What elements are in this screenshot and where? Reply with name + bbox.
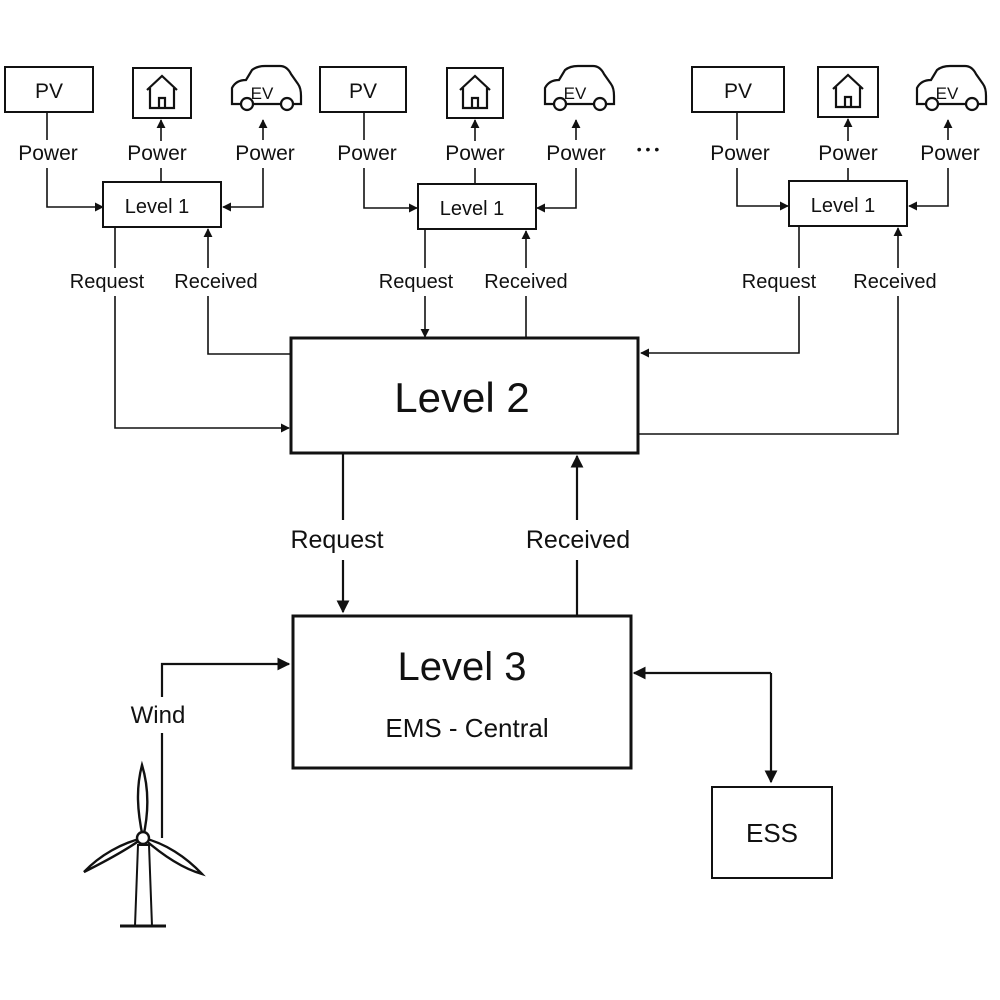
- pv-to-level1-arrow: [46, 168, 104, 212]
- request-to-level2-arrow: [114, 296, 290, 433]
- ev-car-icon: EV: [543, 64, 616, 112]
- level1-box: [417, 183, 537, 230]
- ev-power-label: Power: [920, 142, 980, 165]
- level2-box: [289, 336, 640, 455]
- level1-label: Level 1: [811, 195, 876, 217]
- ess: ESS: [632, 666, 833, 879]
- pv-label: PV: [35, 80, 63, 103]
- ev-to-level1-arrow: [908, 168, 949, 211]
- pv-to-level1-arrow: [363, 168, 418, 213]
- ev-to-level1-arrow: [536, 168, 577, 213]
- house-power-label: Power: [818, 142, 878, 165]
- ev-label: EV: [564, 84, 587, 103]
- ev-label: EV: [936, 84, 959, 103]
- request-to-level2-arrow: [640, 296, 800, 358]
- pv-box: [319, 66, 407, 113]
- received-line-bottom: [207, 296, 291, 355]
- request-label: Request: [379, 271, 454, 293]
- level3-subtitle: EMS - Central: [385, 713, 548, 743]
- level1-label: Level 1: [125, 196, 190, 218]
- received-line-bottom: [639, 296, 899, 435]
- ess-label: ESS: [746, 818, 798, 848]
- cluster-3: PV EV Power Power Power Level 1 Request …: [639, 64, 988, 435]
- level2: Level 2 Request Received: [289, 336, 640, 616]
- level1-box: [788, 180, 908, 227]
- wind-label: Wind: [131, 702, 186, 729]
- wind-turbine-icon: [83, 760, 206, 928]
- house-icon: [132, 67, 192, 119]
- level1-label: Level 1: [440, 198, 505, 220]
- house-icon: [817, 66, 879, 118]
- pv-box: [4, 66, 94, 113]
- request-label: Request: [70, 271, 145, 293]
- pv-power-label: Power: [18, 142, 78, 165]
- pv-to-level1-arrow: [736, 168, 789, 211]
- level1-box: [102, 181, 222, 228]
- ev-to-level1-arrow: [222, 168, 264, 212]
- pv-power-label: Power: [710, 142, 770, 165]
- cluster-1: PV EV Power Power Power Level 1 Request …: [4, 64, 303, 433]
- pv-label: PV: [349, 80, 377, 103]
- cluster-2: PV EV Power Power Power Level 1 Request …: [319, 64, 616, 338]
- wind: Wind: [83, 657, 291, 928]
- house-power-label: Power: [127, 142, 187, 165]
- ess-box: [711, 786, 833, 879]
- received-label: Received: [484, 271, 567, 293]
- level3: Level 3 EMS - Central: [291, 614, 633, 770]
- house-icon: [446, 67, 504, 119]
- more-clusters-ellipsis: • • •: [637, 141, 660, 157]
- level2-request-label: Request: [290, 526, 383, 554]
- level3-box: [291, 614, 633, 770]
- pv-box: [691, 66, 785, 113]
- request-label: Request: [742, 271, 817, 293]
- ev-car-icon: EV: [915, 64, 988, 112]
- pv-label: PV: [724, 80, 752, 103]
- ev-car-icon: EV: [230, 64, 303, 112]
- level2-label: Level 2: [394, 374, 529, 421]
- ev-label: EV: [251, 84, 274, 103]
- house-power-label: Power: [445, 142, 505, 165]
- wind-to-level3-arrow: [160, 657, 291, 697]
- level3-label: Level 3: [398, 645, 527, 689]
- received-label: Received: [174, 271, 257, 293]
- pv-power-label: Power: [337, 142, 397, 165]
- ev-power-label: Power: [235, 142, 295, 165]
- received-label: Received: [853, 271, 936, 293]
- level2-received-label: Received: [526, 526, 630, 554]
- ev-power-label: Power: [546, 142, 606, 165]
